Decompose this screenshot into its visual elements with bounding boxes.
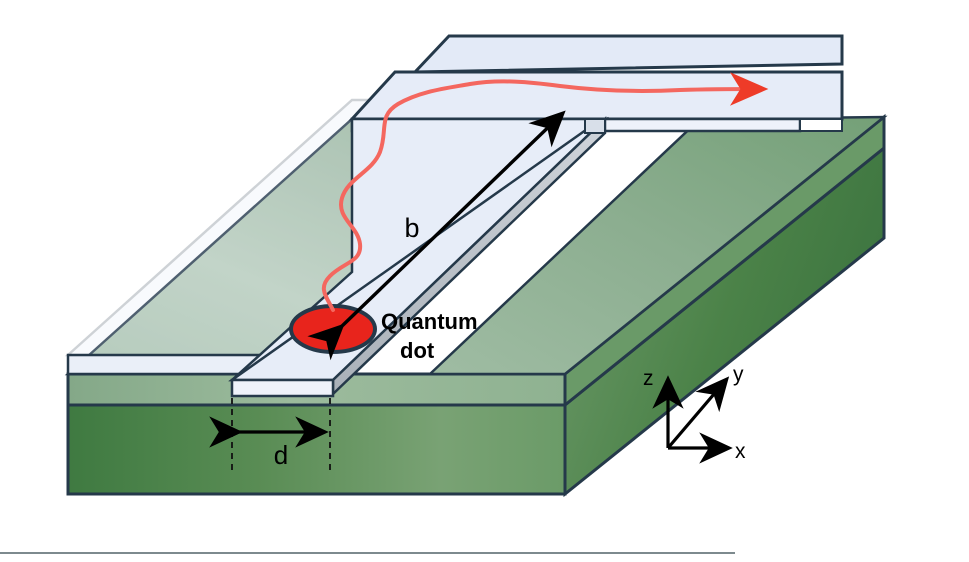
axis-label-z: z <box>643 367 654 390</box>
ridge-front-face <box>230 378 335 398</box>
ridge-far-end-cap <box>584 118 606 134</box>
label-b: b <box>404 213 419 243</box>
top-cladding-planes <box>348 34 844 133</box>
quantum-dot-label-line2: dot <box>400 338 435 363</box>
substrate-block <box>66 144 886 498</box>
quantum-dot-label-line1: Quantum <box>381 309 478 334</box>
bottom-divider <box>0 552 735 554</box>
distance-arrow-b <box>307 110 566 361</box>
width-dimension-d: d <box>209 398 331 472</box>
cladding-end-cap <box>799 118 843 132</box>
label-d: d <box>274 440 288 470</box>
axis-label-y: y <box>733 363 744 386</box>
axis-label-x: x <box>735 440 746 463</box>
cladding-plate-inner <box>348 70 844 121</box>
cladding-plate-outer <box>411 34 844 74</box>
quantum-dot <box>289 304 377 354</box>
axis-triad: z y x <box>643 363 746 464</box>
substrate-front-face <box>66 403 567 496</box>
axis-y-line <box>666 376 730 450</box>
